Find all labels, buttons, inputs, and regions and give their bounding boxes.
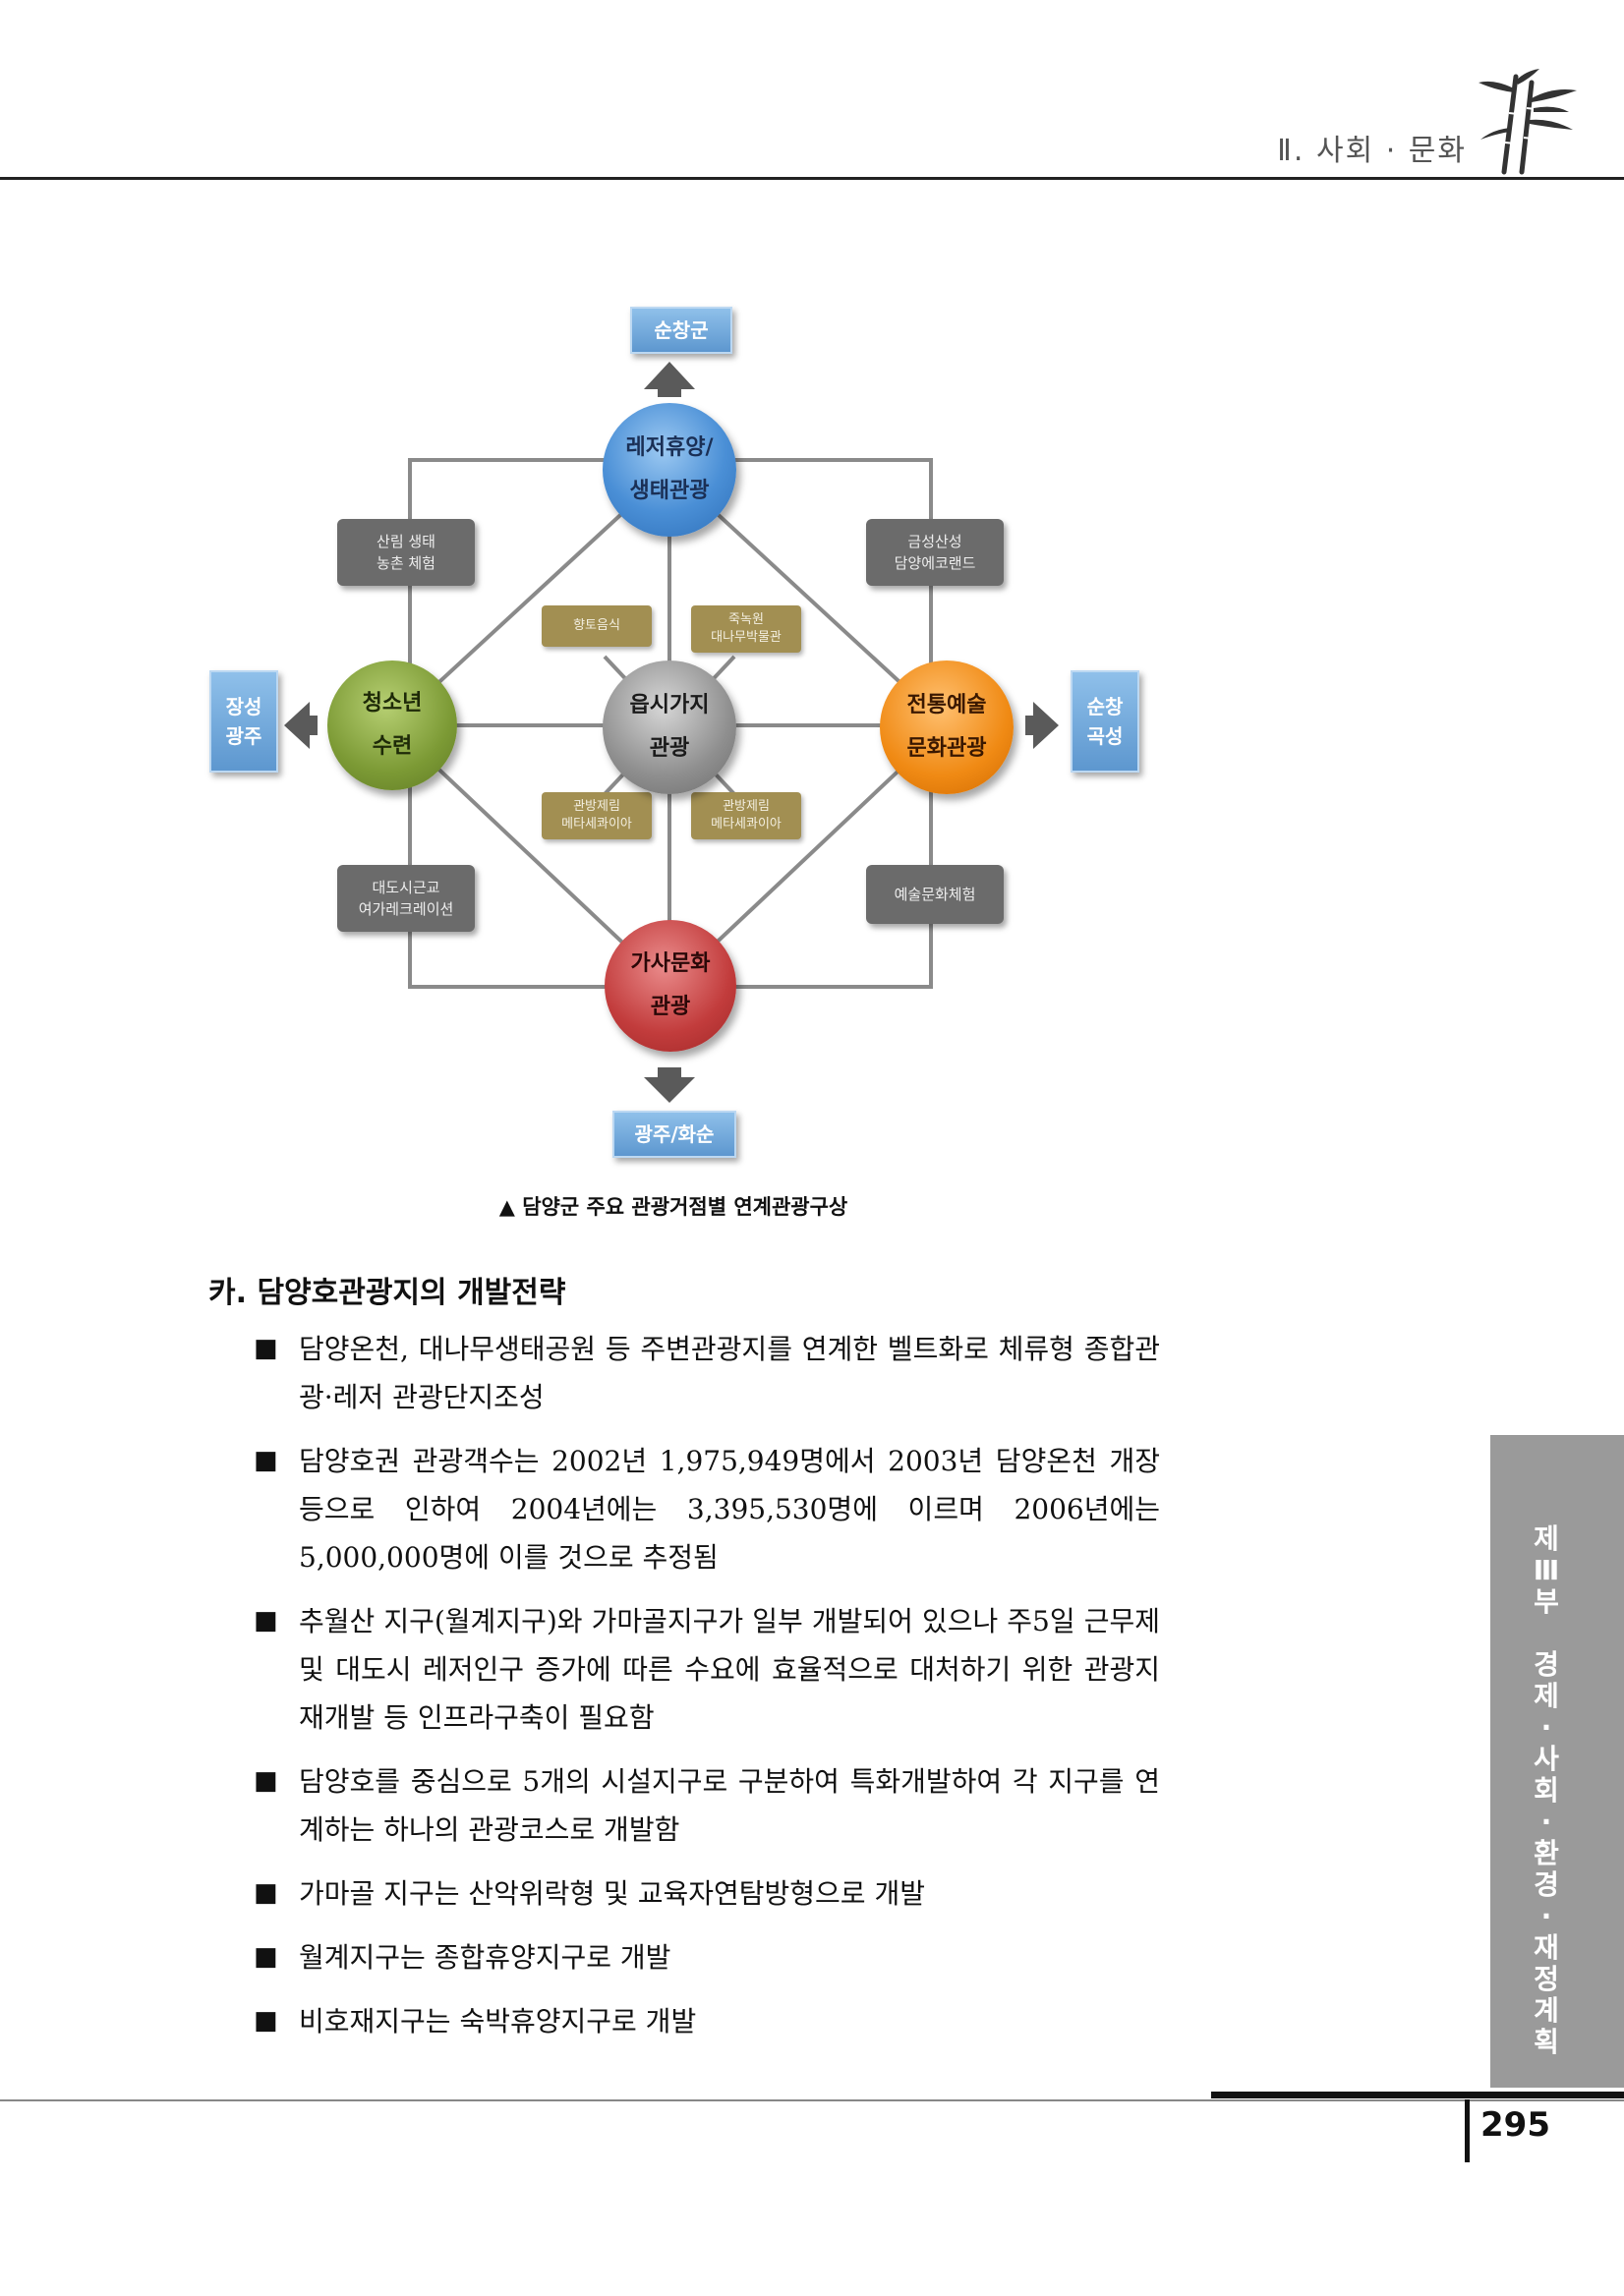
- arrow-right-icon: [1025, 702, 1059, 749]
- bullet-list: ■담양온천, 대나무생태공원 등 주변관광지를 연계한 벨트화로 체류형 종합관…: [254, 1325, 1160, 2061]
- bamboo-logo-icon: [1479, 69, 1577, 175]
- list-item: ■담양온천, 대나무생태공원 등 주변관광지를 연계한 벨트화로 체류형 종합관…: [254, 1325, 1160, 1421]
- destination-top: 순창군: [630, 307, 732, 354]
- feature-box-bottom-right: 관방제림 메타세콰이아: [691, 792, 801, 839]
- destination-left: 장성 광주: [209, 670, 278, 773]
- header-rule: [0, 177, 1624, 180]
- info-box-bottom-left: 대도시근교 여가레크레이션: [337, 865, 475, 932]
- bullet-square-icon: ■: [254, 1334, 278, 1363]
- page-number-bar: [1465, 2099, 1470, 2162]
- arrow-down-icon: [644, 1067, 695, 1103]
- bullet-square-icon: ■: [254, 1942, 278, 1972]
- bullet-square-icon: ■: [254, 1606, 278, 1636]
- list-item: ■담양호를 중심으로 5개의 시설지구로 구분하여 특화개발하여 각 지구를 연…: [254, 1757, 1160, 1854]
- feature-box-bottom-left: 관방제림 메타세콰이아: [542, 792, 652, 839]
- list-item: ■비호재지구는 숙박휴양지구로 개발: [254, 1997, 1160, 2045]
- list-item: ■월계지구는 종합휴양지구로 개발: [254, 1933, 1160, 1981]
- arrow-up-icon: [644, 362, 695, 397]
- destination-right: 순창 곡성: [1071, 670, 1139, 773]
- bullet-square-icon: ■: [254, 1446, 278, 1475]
- bullet-square-icon: ■: [254, 2006, 278, 2036]
- destination-bottom: 광주/화순: [612, 1111, 736, 1158]
- node-gasa-culture-tourism: 가사문화 관광: [605, 920, 736, 1052]
- info-box-bottom-right: 예술문화체험: [866, 865, 1004, 924]
- node-traditional-culture-tourism: 전통예술 문화관광: [880, 660, 1014, 794]
- info-box-top-right: 금성산성 담양에코랜드: [866, 519, 1004, 586]
- node-town-tourism: 읍시가지 관광: [603, 660, 736, 794]
- arrow-left-icon: [284, 702, 318, 749]
- section-title: 카. 담양호관광지의 개발전략: [208, 1276, 566, 1310]
- figure-caption: ▲ 담양군 주요 관광거점별 연계관광구상: [498, 1195, 848, 1219]
- bullet-square-icon: ■: [254, 1878, 278, 1908]
- running-header-section: Ⅱ. 사회 · 문화: [1277, 134, 1467, 168]
- list-item: ■담양호권 관광객수는 2002년 1,975,949명에서 2003년 담양온…: [254, 1437, 1160, 1581]
- list-item: ■추월산 지구(월계지구)와 가마골지구가 일부 개발되어 있으나 주5일 근무…: [254, 1597, 1160, 1742]
- page-number: 295: [1480, 2105, 1550, 2145]
- list-item: ■가마골 지구는 산악위락형 및 교육자연탐방형으로 개발: [254, 1869, 1160, 1918]
- footer-rule-accent: [1211, 2092, 1624, 2098]
- chapter-side-tab-label: 제 Ⅲ 부 경 제 · 사 회 · 환 경 · 재 정 계 획: [1533, 1522, 1560, 2058]
- feature-box-top-right: 죽녹원 대나무박물관: [691, 605, 801, 653]
- node-leisure-eco-tourism: 레저휴양/ 생태관광: [603, 403, 736, 537]
- node-youth-training: 청소년 수련: [327, 660, 457, 790]
- footer-rule: [0, 2099, 1624, 2101]
- info-box-top-left: 산림 생태 농촌 체험: [337, 519, 475, 586]
- bullet-square-icon: ■: [254, 1766, 278, 1796]
- chapter-side-tab: [1490, 1435, 1624, 2088]
- feature-box-top-left: 향토음식: [542, 605, 652, 647]
